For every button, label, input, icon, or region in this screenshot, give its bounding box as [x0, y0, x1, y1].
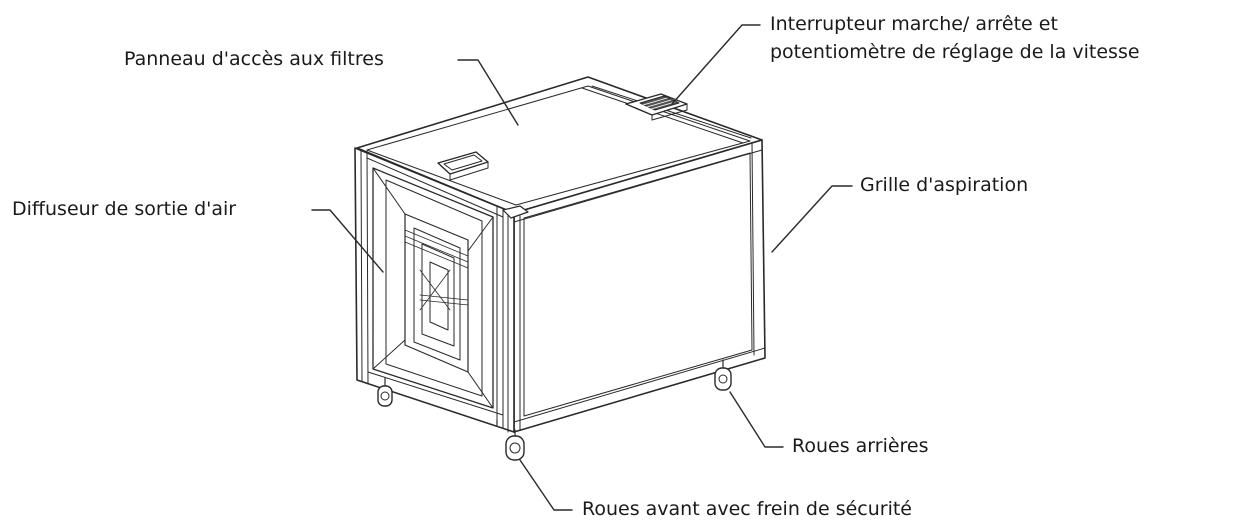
- air-outlet-diffuser: [372, 167, 494, 409]
- label-intake-grille: Grille d'aspiration: [860, 174, 1029, 196]
- corner-post: [502, 205, 529, 433]
- leader-intake-grille: [771, 185, 853, 253]
- control-box: [625, 93, 688, 121]
- rear-wheel: [377, 359, 732, 407]
- side-panel-intake: [513, 139, 766, 433]
- label-rear-wheels: Roues arrières: [792, 435, 929, 457]
- leader-filter-panel: [457, 59, 519, 126]
- leader-switch: [671, 24, 761, 105]
- label-diffuser: Diffuseur de sortie d'air: [12, 198, 237, 220]
- label-switch-line-2: potentiomètre de réglage de la vitesse: [770, 41, 1140, 63]
- leader-front-wheels: [519, 459, 573, 511]
- label-filter-panel: Panneau d'accès aux filtres: [124, 48, 384, 70]
- filter-panel-handle: [437, 151, 489, 181]
- label-switch-line-1: Interrupteur marche/ arrête et: [770, 13, 1058, 35]
- leader-lines: [311, 24, 853, 511]
- leader-rear-wheels: [729, 391, 784, 448]
- leader-diffuser: [311, 209, 384, 273]
- label-front-wheels: Roues avant avec frein de sécurité: [582, 498, 912, 520]
- front-wheel: [496, 419, 525, 461]
